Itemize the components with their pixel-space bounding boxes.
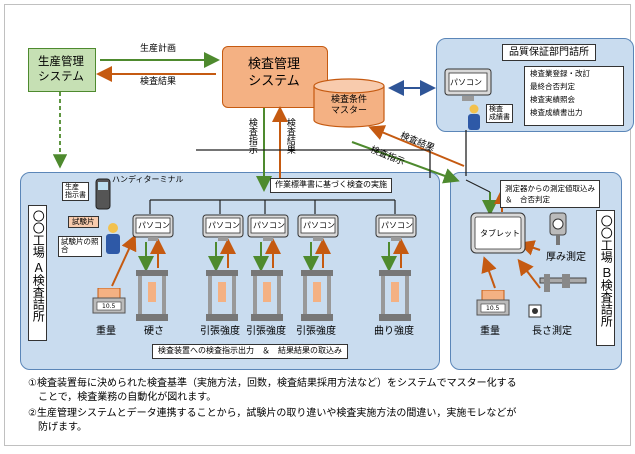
test-label-tensile-1: 引張強度	[200, 326, 240, 337]
qa-pc-label: パソコン	[450, 78, 482, 87]
device-arrows-a	[111, 234, 409, 287]
label-inspection-result-v: 検査結果	[284, 118, 295, 154]
inspection-system-label: 検査管理 システム	[247, 57, 300, 89]
pc-label-5: パソコン	[381, 221, 413, 230]
scale-value-b: 10.5	[486, 305, 500, 312]
test-label-length: 長さ測定	[532, 326, 572, 337]
factory-a-panel	[20, 172, 440, 370]
scale-icon-a	[92, 288, 126, 314]
pc-icon-5	[375, 214, 417, 241]
tablet-label: タブレット	[480, 229, 520, 238]
scale-value-a: 10.5	[102, 303, 116, 310]
pc-icon-4	[297, 214, 339, 241]
worker-icon	[106, 223, 120, 254]
test-label-tensile-3: 引張強度	[296, 326, 336, 337]
outer-frame	[4, 4, 631, 446]
pc-label-3: パソコン	[253, 221, 285, 230]
qa-dept-title: 品質保証部門詰所	[502, 44, 596, 61]
tensile-tester-1-icon	[206, 270, 238, 321]
qa-task-1: 検査業登録・改訂	[530, 69, 590, 78]
measure-box: 測定器からの測定値取込み ＆ 合否判定	[500, 180, 600, 208]
bending-tester-icon	[379, 270, 411, 321]
pc-icon-1	[132, 214, 174, 241]
handy-terminal-label: ハンディターミナル	[112, 175, 184, 184]
label-production-plan: 生産計画	[140, 44, 177, 54]
label-inspection-instruction-v: 検査指示	[246, 118, 257, 154]
note-line-4: 防げます。	[28, 422, 87, 433]
test-piece-label: 試験片	[68, 216, 99, 229]
inspection-system-box	[222, 46, 328, 108]
standard-box: 作業標準書に基づく検査の実施	[270, 178, 392, 193]
note-line-3: ②生産管理システムとデータ連携することから，試験片の取り違いや検査実施方法の間違…	[28, 408, 517, 419]
qa-pc-icon	[444, 68, 492, 101]
pc-icon-3	[247, 214, 289, 241]
hardness-tester-icon	[136, 270, 168, 321]
qa-report-label: 検査 成績書	[486, 104, 513, 124]
factory-a-vertical-label: 〇〇工場 Ａ検査詰所	[28, 205, 48, 341]
note-line-1: ①検査装置毎に決められた検査基準（実施方法，回数，検査結果採用方法など）をシステ…	[28, 378, 517, 389]
pc-label-1: パソコン	[138, 221, 170, 230]
label-inspection-result: 検査結果	[140, 77, 177, 87]
production-system-label: 生産管理 システム	[38, 54, 84, 83]
note-line-2: ことで，検査業務の自動化が図れます。	[28, 392, 217, 403]
tablet-icon	[470, 212, 526, 254]
qa-task-4: 検査成績書出力	[530, 108, 583, 117]
factory-a-bottom-box: 検査装置への検査指示出力 ＆ 結果結果の取込み	[152, 344, 348, 359]
handy-terminal-icon	[95, 178, 111, 210]
caliper-icon	[539, 274, 587, 292]
test-label-weight-a: 重量	[96, 326, 116, 337]
test-label-thickness: 厚み測定	[546, 252, 586, 263]
factory-b-vertical-label: 〇〇工場 Ｂ検査詰所	[596, 210, 616, 346]
qa-task-3: 検査実績照会	[530, 95, 575, 104]
qa-task-list	[524, 66, 624, 126]
pc-label-4: パソコン	[303, 221, 335, 230]
master-db-label: 検査条件 マスター	[330, 95, 367, 116]
test-label-bending: 曲り強度	[374, 326, 414, 337]
sample-icon	[528, 304, 542, 318]
test-piece-check-label: 試験片の照 合	[58, 236, 102, 257]
person-icon	[468, 104, 480, 130]
master-db-cylinder	[313, 78, 385, 128]
tensile-tester-2-icon	[251, 270, 283, 321]
pc-label-2: パソコン	[208, 221, 240, 230]
qa-task-2: 最終合否判定	[530, 82, 575, 91]
test-label-tensile-2: 引張強度	[246, 326, 286, 337]
test-label-weight-b: 重量	[480, 326, 500, 337]
test-label-hardness: 硬さ	[144, 326, 164, 337]
tensile-tester-3-icon	[301, 270, 333, 321]
production-system-box	[28, 48, 96, 92]
thickness-gauge-icon	[549, 212, 567, 245]
pc-icon-2	[202, 214, 244, 241]
production-instruction-label: 生産 指示書	[62, 182, 89, 202]
scale-icon-b	[476, 290, 510, 316]
